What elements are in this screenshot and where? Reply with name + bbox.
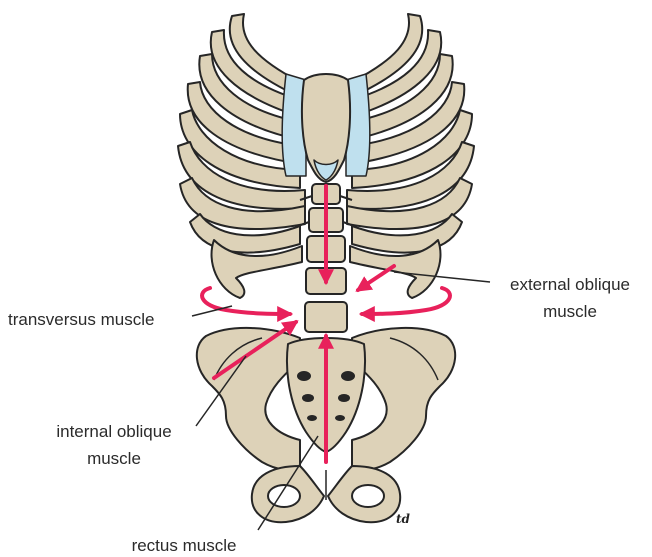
vertebra	[305, 302, 347, 332]
artist-signature: td	[396, 512, 411, 526]
transversus-arrow-right	[362, 288, 450, 314]
label-transversus: transversus muscle	[8, 310, 154, 329]
label-internal-oblique-2: muscle	[87, 449, 141, 468]
external-oblique-arrow	[358, 266, 394, 290]
label-rectus: rectus muscle	[132, 536, 237, 555]
leader-external	[394, 272, 490, 282]
label-external-oblique-1: external oblique	[510, 275, 630, 294]
label-internal-oblique-1: internal oblique	[56, 422, 171, 441]
ilium-right	[352, 328, 455, 470]
ilium-left	[197, 328, 300, 470]
label-external-oblique-2: muscle	[543, 302, 597, 321]
